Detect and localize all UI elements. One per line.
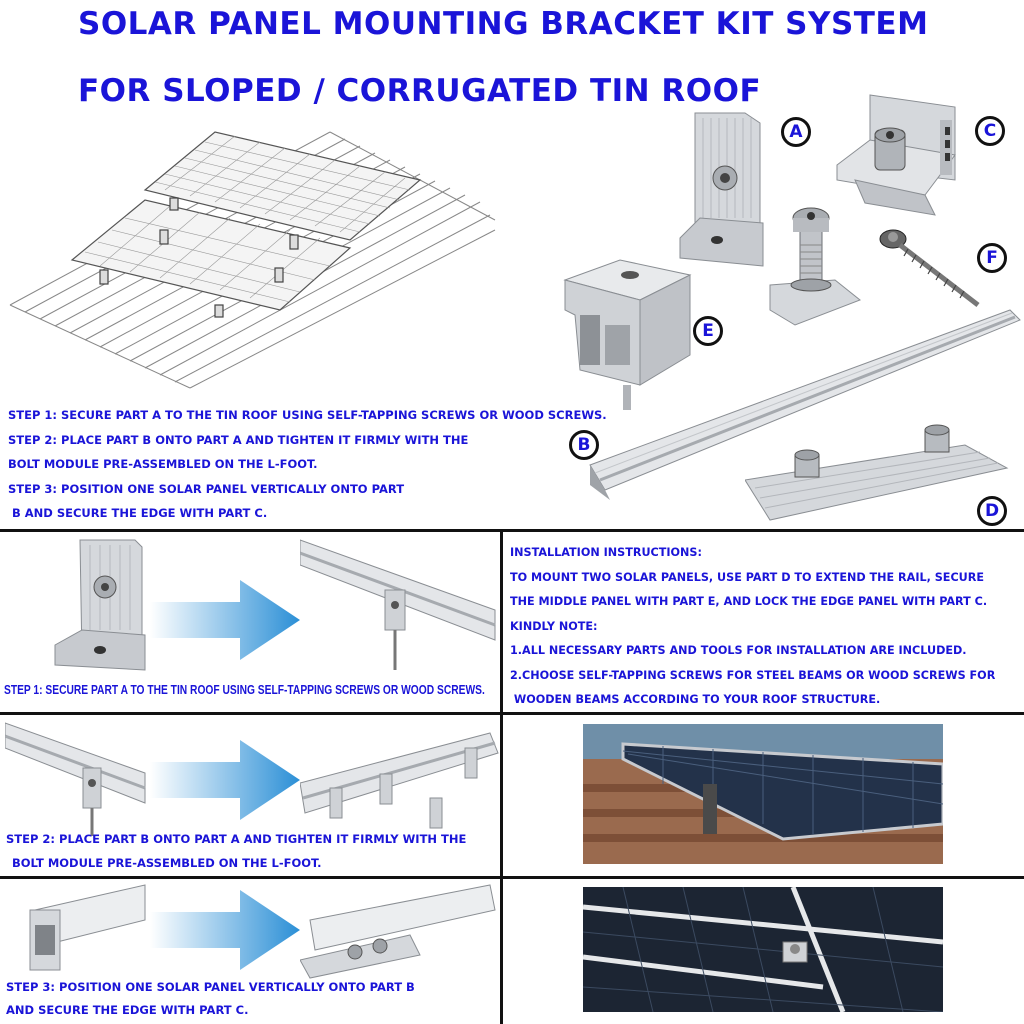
steps-overview: STEP 1: SECURE PART A TO THE TIN ROOF US… — [8, 403, 607, 526]
page-title: SOLAR PANEL MOUNTING BRACKET KIT SYSTEM — [78, 6, 929, 42]
installation-note: 1.ALL NECESSARY PARTS AND TOOLS FOR INST… — [510, 644, 967, 657]
installation-note: 2.CHOOSE SELF-TAPPING SCREWS FOR STEEL B… — [510, 668, 996, 682]
divider-horizontal — [0, 876, 1024, 879]
roof-diagram — [9, 131, 496, 389]
part-bolt-module — [769, 207, 861, 326]
photo-tile-roof-panels — [583, 724, 943, 864]
part-c-end-clamp — [836, 94, 956, 216]
step3-arrow — [150, 890, 300, 970]
steps-overview-line: B AND SECURE THE EDGE WITH PART C. — [8, 506, 268, 520]
divider-horizontal — [0, 529, 1024, 532]
step1-rail-image — [300, 539, 496, 670]
step3-caption-line2: AND SECURE THE EDGE WITH PART C. — [6, 1003, 249, 1017]
part-d-splice — [745, 424, 1009, 521]
part-e-badge: E — [693, 316, 723, 346]
step1-caption: STEP 1: SECURE PART A TO THE TIN ROOF US… — [4, 683, 485, 697]
steps-overview-line: STEP 2: PLACE PART B ONTO PART A AND TIG… — [8, 432, 469, 447]
step2-caption-line2: BOLT MODULE PRE-ASSEMBLED ON THE L-FOOT. — [12, 856, 322, 870]
step2-arrow — [150, 740, 300, 820]
part-d-badge: D — [977, 496, 1007, 526]
installation-instructions: INSTALLATION INSTRUCTIONS: TO MOUNT TWO … — [510, 541, 995, 713]
steps-overview-line: STEP 1: SECURE PART A TO THE TIN ROOF US… — [8, 408, 607, 422]
part-c-badge: C — [975, 116, 1005, 146]
divider-horizontal — [0, 712, 1024, 715]
divider-vertical — [500, 530, 503, 1024]
step1-arrow — [150, 580, 300, 660]
step2-assembly-image — [300, 732, 499, 829]
step3-clamp-image — [300, 884, 496, 979]
part-f-screw — [879, 229, 980, 307]
page-subtitle: FOR SLOPED / CORRUGATED TIN ROOF — [78, 73, 762, 109]
installation-line: TO MOUNT TWO SOLAR PANELS, USE PART D TO… — [510, 570, 985, 584]
part-b-badge: B — [569, 430, 599, 460]
photo-panel-clamp-closeup — [583, 887, 943, 1012]
steps-overview-line: BOLT MODULE PRE-ASSEMBLED ON THE L-FOOT. — [8, 457, 318, 471]
installation-note: WOODEN BEAMS ACCORDING TO YOUR ROOF STRU… — [510, 693, 881, 706]
installation-line: THE MIDDLE PANEL WITH PART E, AND LOCK T… — [510, 595, 988, 608]
part-a-badge: A — [781, 117, 811, 147]
steps-overview-line: STEP 3: POSITION ONE SOLAR PANEL VERTICA… — [8, 481, 405, 496]
step2-rail-image — [5, 722, 146, 836]
step3-rail-image — [29, 884, 146, 971]
step3-caption-line1: STEP 3: POSITION ONE SOLAR PANEL VERTICA… — [6, 980, 415, 994]
part-f-badge: F — [977, 243, 1007, 273]
installation-heading: INSTALLATION INSTRUCTIONS: — [510, 546, 702, 559]
part-b-rail — [589, 309, 1021, 500]
installation-note-heading: KINDLY NOTE: — [510, 619, 598, 633]
part-e-mid-clamp — [563, 259, 692, 410]
part-a-l-foot — [679, 112, 764, 267]
step2-caption-line1: STEP 2: PLACE PART B ONTO PART A AND TIG… — [6, 832, 467, 846]
step1-l-foot-image — [54, 539, 146, 671]
